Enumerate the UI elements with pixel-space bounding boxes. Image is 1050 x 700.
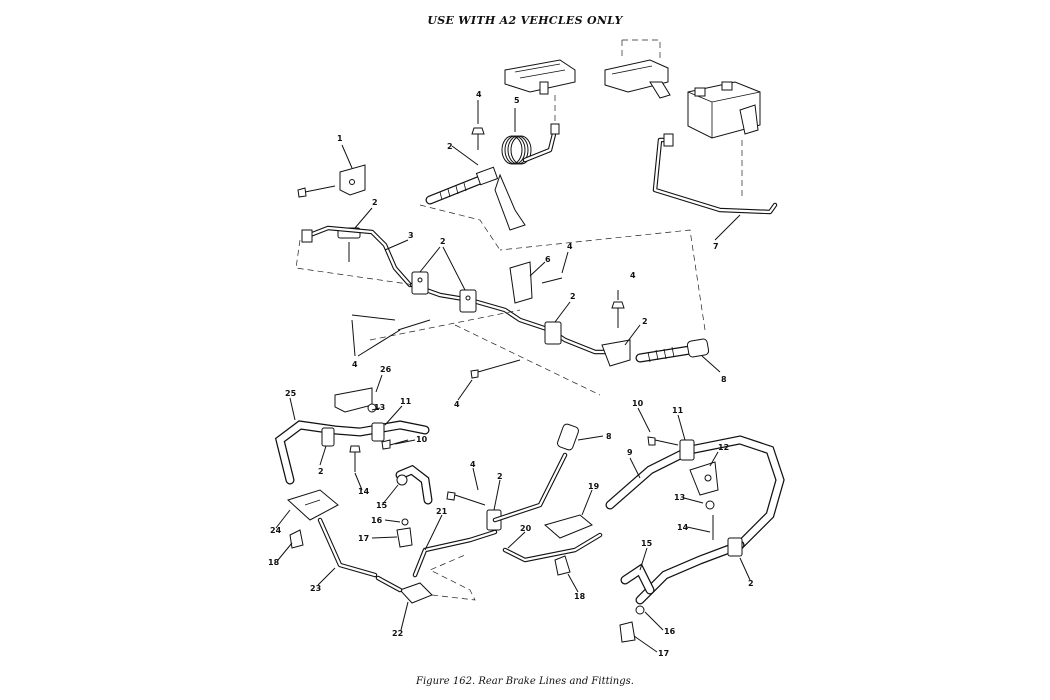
callout-11: 11 xyxy=(672,406,684,415)
bracket-1 xyxy=(297,164,366,198)
callout-11: 11 xyxy=(400,397,412,406)
clip-2-mid-c xyxy=(544,321,562,345)
callout-17: 17 xyxy=(658,649,669,658)
callout-24: 24 xyxy=(270,526,282,535)
flex-hose-8-top xyxy=(499,229,710,363)
clip-2-mid-a xyxy=(411,271,429,295)
brake-line-7 xyxy=(652,133,778,215)
callout-10: 10 xyxy=(416,435,428,444)
line-center-up xyxy=(492,423,579,523)
clip-2-lower-left xyxy=(321,422,385,447)
callout-2: 2 xyxy=(372,198,378,207)
flex-hose-upper xyxy=(419,166,526,251)
callout-1: 1 xyxy=(337,134,343,143)
alignment-line-mid xyxy=(369,309,601,396)
bolt-4-lower xyxy=(446,359,521,506)
callout-19: 19 xyxy=(588,482,600,491)
hose-25 xyxy=(274,420,430,485)
callout-15: 15 xyxy=(376,501,388,510)
callout-4: 4 xyxy=(352,360,358,369)
callout-7: 7 xyxy=(713,242,719,251)
callout-3: 3 xyxy=(408,231,414,240)
clip-11-right xyxy=(679,439,695,461)
callout-2: 2 xyxy=(447,142,453,151)
bracket-26 xyxy=(334,387,377,413)
bolt-4-top xyxy=(471,127,485,150)
callout-2: 2 xyxy=(748,579,754,588)
alignment-line-left xyxy=(295,239,416,286)
frame-bracket-top xyxy=(604,39,671,99)
callout-6: 6 xyxy=(545,255,551,264)
callout-8: 8 xyxy=(606,432,612,441)
clip-18-mid xyxy=(554,555,571,576)
callout-18: 18 xyxy=(268,558,280,567)
callout-2: 2 xyxy=(318,467,324,476)
leader-lines xyxy=(275,100,751,653)
junction-bracket-top xyxy=(504,59,576,125)
callout-21: 21 xyxy=(436,507,448,516)
callout-22: 22 xyxy=(392,629,403,638)
callout-14: 14 xyxy=(358,487,370,496)
callout-18: 18 xyxy=(574,592,586,601)
callout-4: 4 xyxy=(567,242,573,251)
callout-23: 23 xyxy=(310,584,321,593)
bolt-10-left xyxy=(381,439,409,450)
callout-17: 17 xyxy=(358,534,369,543)
block-22 xyxy=(375,554,476,604)
diagram-artwork xyxy=(274,39,785,643)
master-cylinder xyxy=(687,81,761,200)
callout-2: 2 xyxy=(570,292,576,301)
bolt-14-left xyxy=(349,445,361,472)
callout-5: 5 xyxy=(514,96,520,105)
callout-2: 2 xyxy=(497,472,503,481)
bolt-10-right xyxy=(647,436,679,446)
callout-labels: 1 2 2 2 2 2 2 2 2 3 4 4 4 4 4 4 5 6 7 8 … xyxy=(268,90,754,658)
callout-4: 4 xyxy=(470,460,476,469)
fitting-16-17-left xyxy=(396,518,413,548)
callout-2: 2 xyxy=(440,237,446,246)
callout-2: 2 xyxy=(642,317,648,326)
bolt-14-right xyxy=(705,500,715,540)
callout-13: 13 xyxy=(374,403,385,412)
callout-20: 20 xyxy=(520,524,532,533)
bracket-12 xyxy=(689,461,719,496)
bolt-4-mid xyxy=(351,301,625,331)
clip-2-mid-b xyxy=(459,289,477,313)
brake-line-middle xyxy=(409,282,618,355)
callout-8: 8 xyxy=(721,375,727,384)
hose-9 xyxy=(605,435,785,550)
callout-12: 12 xyxy=(718,443,729,452)
callout-15: 15 xyxy=(641,539,653,548)
callout-16: 16 xyxy=(371,516,383,525)
callout-4: 4 xyxy=(454,400,460,409)
line-21 xyxy=(412,529,498,578)
brake-line-3 xyxy=(301,225,413,288)
callout-25: 25 xyxy=(285,389,297,398)
callout-14: 14 xyxy=(677,523,689,532)
callout-4: 4 xyxy=(630,271,636,280)
callout-10: 10 xyxy=(632,399,644,408)
figure-caption: Figure 162. Rear Brake Lines and Fitting… xyxy=(416,676,634,687)
callout-9: 9 xyxy=(627,448,633,457)
bracket-19 xyxy=(543,514,593,539)
clip-2-right xyxy=(601,339,631,367)
callout-26: 26 xyxy=(380,365,392,374)
clip-18-left xyxy=(289,529,304,549)
diagram-title: USE WITH A2 VEHCLES ONLY xyxy=(427,14,623,27)
line-23 xyxy=(317,517,378,578)
hose-15-left xyxy=(395,464,433,505)
callout-4: 4 xyxy=(476,90,482,99)
line-20 xyxy=(502,532,603,563)
clip-2-left xyxy=(337,227,361,262)
coiled-hose-5 xyxy=(501,123,560,165)
bracket-24 xyxy=(287,489,339,521)
callout-13: 13 xyxy=(674,493,685,502)
fitting-16-17-right xyxy=(619,605,645,643)
bracket-6 xyxy=(509,261,563,304)
callout-16: 16 xyxy=(664,627,676,636)
